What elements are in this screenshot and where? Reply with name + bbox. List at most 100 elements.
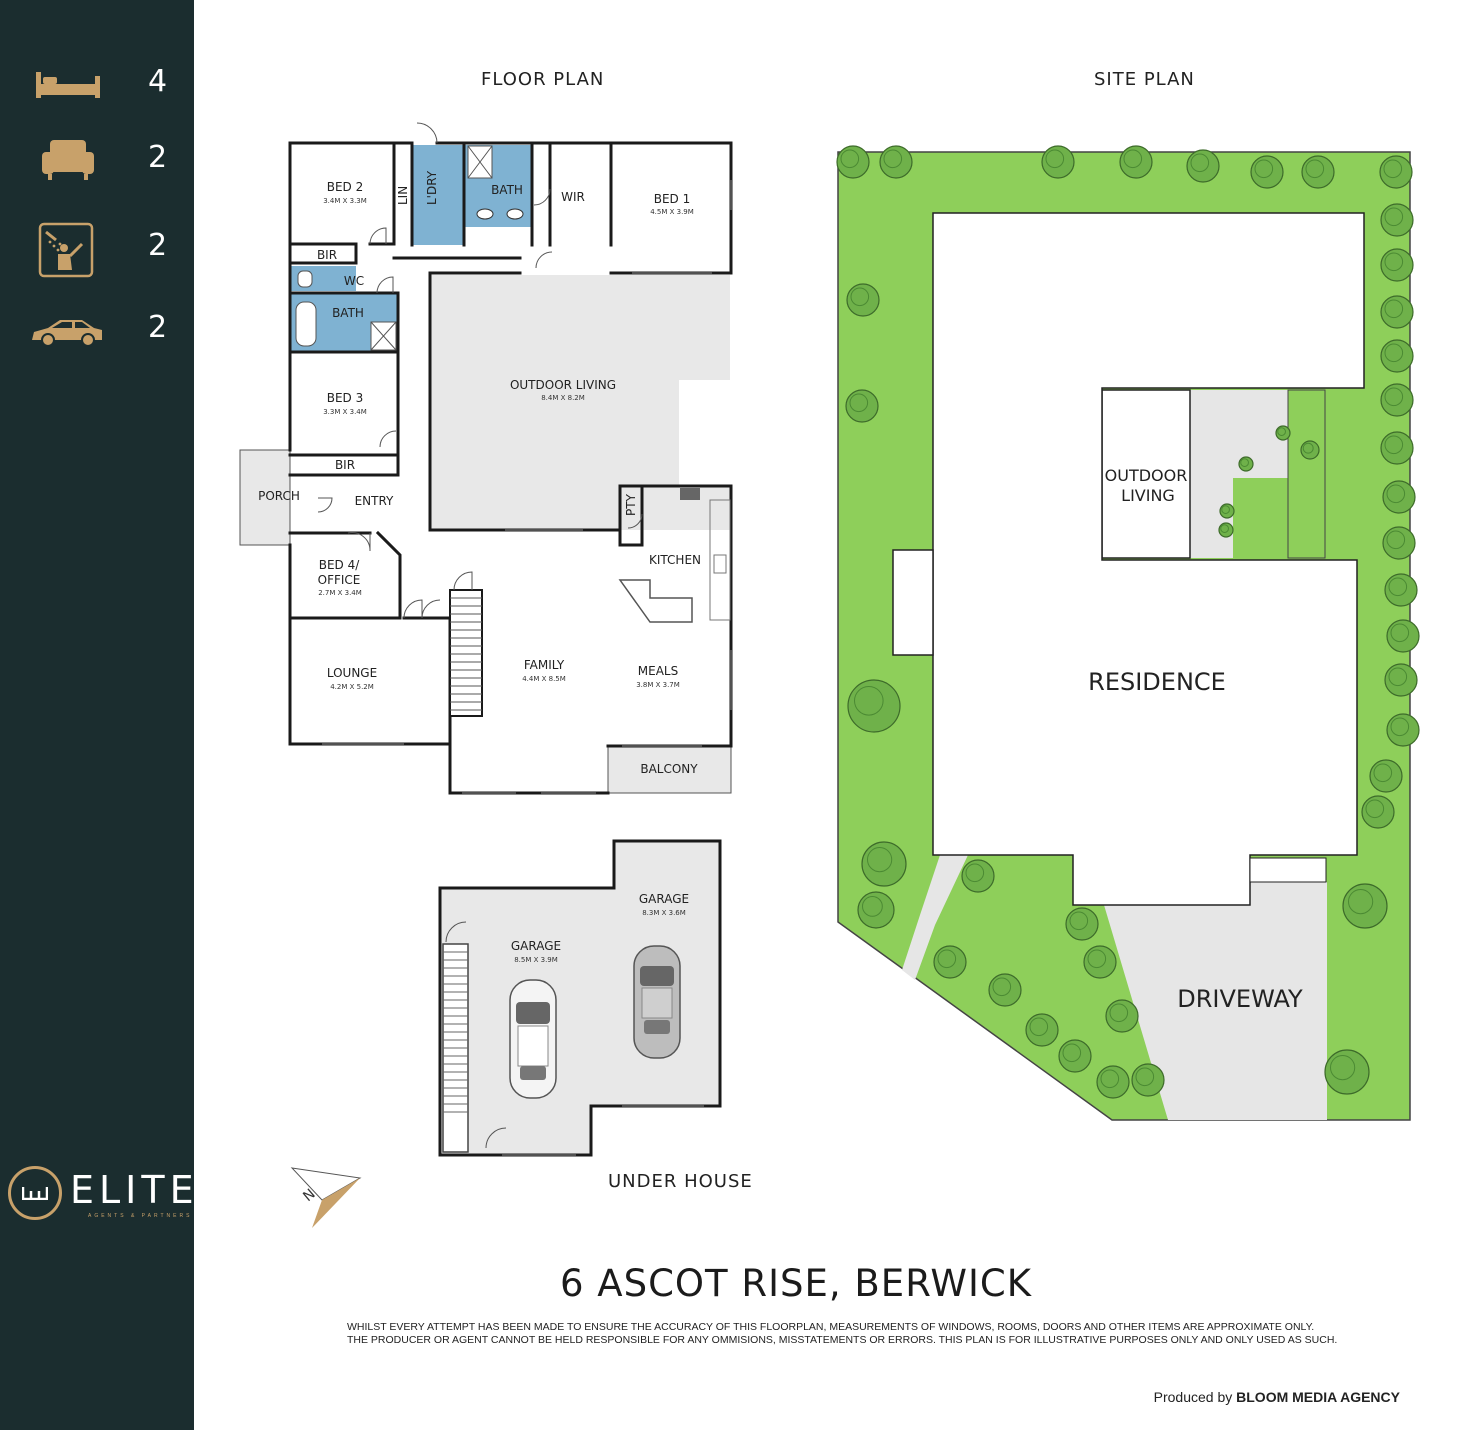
logo-mark-icon xyxy=(22,1187,48,1200)
basin-icon xyxy=(506,208,524,220)
site-residence xyxy=(932,212,1365,906)
tree-icon xyxy=(1380,431,1414,465)
tree-icon xyxy=(1382,526,1416,560)
under-house-heading: UNDER HOUSE xyxy=(608,1171,753,1192)
parking-feature: 2 xyxy=(28,300,178,360)
tree-canopy-detail xyxy=(854,686,884,716)
tree-icon xyxy=(836,145,870,179)
tree-icon xyxy=(1301,155,1335,189)
laundry-wet-area xyxy=(412,145,464,245)
elite-logo: ELITE AGENTS & PARTNERS xyxy=(8,1160,194,1230)
disclaimer: WHILST EVERY ATTEMPT HAS BEEN MADE TO EN… xyxy=(347,1321,1337,1347)
bath2-label: BATH xyxy=(332,306,364,320)
tree-canopy-detail xyxy=(992,977,1012,997)
bir1-label: BIR xyxy=(317,248,337,262)
linen-label: LIN xyxy=(396,186,410,205)
tree-icon xyxy=(1025,1013,1059,1047)
family-dims: 4.4M X 8.5M xyxy=(522,675,566,683)
tree-icon xyxy=(1386,713,1420,747)
credit-agency: BLOOM MEDIA AGENCY xyxy=(1236,1389,1400,1405)
balcony-label: BALCONY xyxy=(640,762,698,776)
main-bath-label: BATH xyxy=(491,183,523,197)
bed2-label: BED 2 xyxy=(327,180,364,194)
tree-canopy-detail xyxy=(1348,889,1374,915)
bathrooms-feature: 2 xyxy=(28,218,178,278)
tree-icon xyxy=(1218,522,1234,538)
tree-canopy-detail xyxy=(1277,427,1286,436)
site-plan-heading: SITE PLAN xyxy=(1094,69,1195,90)
tree-canopy-detail xyxy=(1135,1067,1155,1087)
garage-right-label: GARAGE xyxy=(639,892,689,906)
living-feature: 2 xyxy=(28,130,178,190)
car-icon xyxy=(32,320,102,347)
tree-canopy-detail xyxy=(1254,159,1274,179)
tree-canopy-detail xyxy=(1029,1017,1049,1037)
wir-label: WIR xyxy=(561,190,585,204)
living-count: 2 xyxy=(148,140,168,175)
tree-canopy-detail xyxy=(862,896,883,917)
garage-left-label: GARAGE xyxy=(511,939,561,953)
tree-icon xyxy=(1380,339,1414,373)
tree-icon xyxy=(1065,907,1099,941)
floor-plan: BED 2 3.4M X 3.3M LIN L'DRY BATH WIR BED… xyxy=(239,122,733,795)
tree-canopy-detail xyxy=(1305,159,1325,179)
tree-icon xyxy=(988,973,1022,1007)
tree-canopy-detail xyxy=(1240,458,1249,467)
tree-canopy-detail xyxy=(1384,299,1404,319)
tree-icon xyxy=(1186,149,1220,183)
side-path xyxy=(902,855,968,980)
property-address: 6 ASCOT RISE, BERWICK xyxy=(560,1262,1032,1305)
tree-canopy-detail xyxy=(1302,442,1314,454)
tree-icon xyxy=(1250,155,1284,189)
basin-icon xyxy=(476,208,494,220)
tree-canopy-detail xyxy=(840,149,860,169)
toilet-icon xyxy=(297,270,313,288)
tree-icon xyxy=(1384,573,1418,607)
tree-icon xyxy=(1384,663,1418,697)
tree-canopy-detail xyxy=(1384,252,1404,272)
disclaimer-line1: WHILST EVERY ATTEMPT HAS BEEN MADE TO EN… xyxy=(347,1321,1315,1333)
tree-icon xyxy=(1382,480,1416,514)
bed1-dims: 4.5M X 3.9M xyxy=(650,208,694,216)
tree-icon xyxy=(857,891,895,929)
tree-icon xyxy=(846,283,880,317)
producer-credit: Produced by BLOOM MEDIA AGENCY xyxy=(1154,1389,1400,1405)
tree-icon xyxy=(1380,295,1414,329)
tree-canopy-detail xyxy=(1221,505,1230,514)
bed2-dims: 3.4M X 3.3M xyxy=(323,197,367,205)
car-white-icon xyxy=(509,979,557,1099)
tree-canopy-detail xyxy=(1330,1055,1356,1081)
kitchen-bench xyxy=(709,499,731,621)
site-outdoor-living xyxy=(1101,389,1191,559)
residence-label: RESIDENCE xyxy=(1088,668,1226,696)
bedrooms-feature: 4 xyxy=(28,54,178,114)
lounge-dims: 4.2M X 5.2M xyxy=(330,683,374,691)
bed4-label-line2: OFFICE xyxy=(318,573,361,587)
tree-icon xyxy=(1083,945,1117,979)
logo-tagline: AGENTS & PARTNERS xyxy=(88,1213,193,1219)
parking-count: 2 xyxy=(148,310,168,345)
shower-icon xyxy=(38,222,94,278)
tree-canopy-detail xyxy=(1045,149,1065,169)
tree-canopy-detail xyxy=(1100,1069,1120,1089)
tree-icon xyxy=(961,859,995,893)
driveway-label: DRIVEWAY xyxy=(1177,985,1303,1013)
porch-floor xyxy=(239,449,291,546)
tree-canopy-detail xyxy=(1384,387,1404,407)
outdoor-living-label: OUTDOOR LIVING xyxy=(510,378,616,392)
tree-icon xyxy=(1361,795,1395,829)
floor-stairs xyxy=(449,589,483,717)
sidebar: 4 2 2 xyxy=(0,0,194,1430)
pantry-label: PTY xyxy=(624,493,638,516)
lounge-label: LOUNGE xyxy=(327,666,377,680)
tree-icon xyxy=(1119,145,1153,179)
balcony-floor xyxy=(607,745,732,794)
driveway-area xyxy=(1104,882,1327,1120)
tree-canopy-detail xyxy=(849,393,869,413)
site-plan: RESIDENCE OUTDOOR LIVING DRIVEWAY xyxy=(836,145,1420,1121)
tree-canopy-detail xyxy=(1384,435,1404,455)
tree-canopy-detail xyxy=(1220,524,1229,533)
under-house-plan: GARAGE 8.5M X 3.9M GARAGE 8.3M X 3.6M xyxy=(438,839,722,1157)
tree-icon xyxy=(1386,619,1420,653)
logo-wordmark: ELITE xyxy=(70,1168,199,1212)
